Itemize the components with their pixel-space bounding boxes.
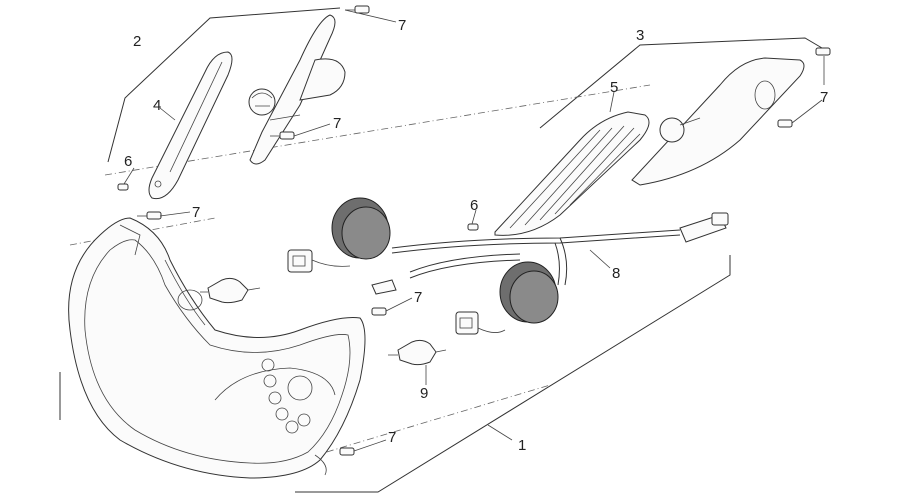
callout-9: 9 <box>420 385 428 402</box>
screw-part-7 <box>345 5 370 14</box>
callout-7: 7 <box>398 17 406 34</box>
screw-part-7 <box>777 119 793 128</box>
screw-part-7 <box>371 307 387 316</box>
turn-signal-lens-part-5 <box>494 111 650 236</box>
headlight-bulb-part-9 <box>388 339 447 366</box>
wiring-harness-part-8 <box>391 212 729 286</box>
axis-line <box>299 384 551 461</box>
dust-cover <box>331 197 391 260</box>
callout-6: 6 <box>470 197 478 214</box>
callout-4: 4 <box>153 97 161 114</box>
callout-1: 1 <box>518 437 526 454</box>
callout-2: 2 <box>133 33 141 50</box>
axis-line <box>104 84 651 176</box>
turn-signal-housing-part-2 <box>248 14 346 165</box>
screw-part-6 <box>467 223 479 231</box>
callout-7: 7 <box>414 289 422 306</box>
leader-lines <box>123 9 825 452</box>
screw-part-7 <box>815 47 831 56</box>
turn-signal-housing-part-3 <box>631 57 805 186</box>
callout-7: 7 <box>333 115 341 132</box>
callout-3: 3 <box>636 27 644 44</box>
screw-part-6 <box>117 183 129 191</box>
headlight-bulb-part-9 <box>200 277 261 304</box>
callout-7: 7 <box>192 204 200 221</box>
parking-bulb <box>371 279 397 295</box>
group-bracket-3 <box>539 37 823 129</box>
callout-7: 7 <box>820 89 828 106</box>
callout-6: 6 <box>124 153 132 170</box>
group-bracket-1 <box>59 255 731 493</box>
dust-cover <box>499 261 559 324</box>
trim-strip-part-4 <box>148 51 233 200</box>
headlight-housing-part-1 <box>68 217 366 479</box>
callout-5: 5 <box>610 79 618 96</box>
callout-7: 7 <box>388 429 396 446</box>
group-bracket-2 <box>107 7 341 163</box>
callout-8: 8 <box>612 265 620 282</box>
bulb-socket <box>455 311 506 335</box>
screw-part-7 <box>137 211 162 220</box>
screw-part-7 <box>270 131 295 140</box>
bulb-socket <box>287 249 351 273</box>
screw-part-7 <box>339 447 355 456</box>
